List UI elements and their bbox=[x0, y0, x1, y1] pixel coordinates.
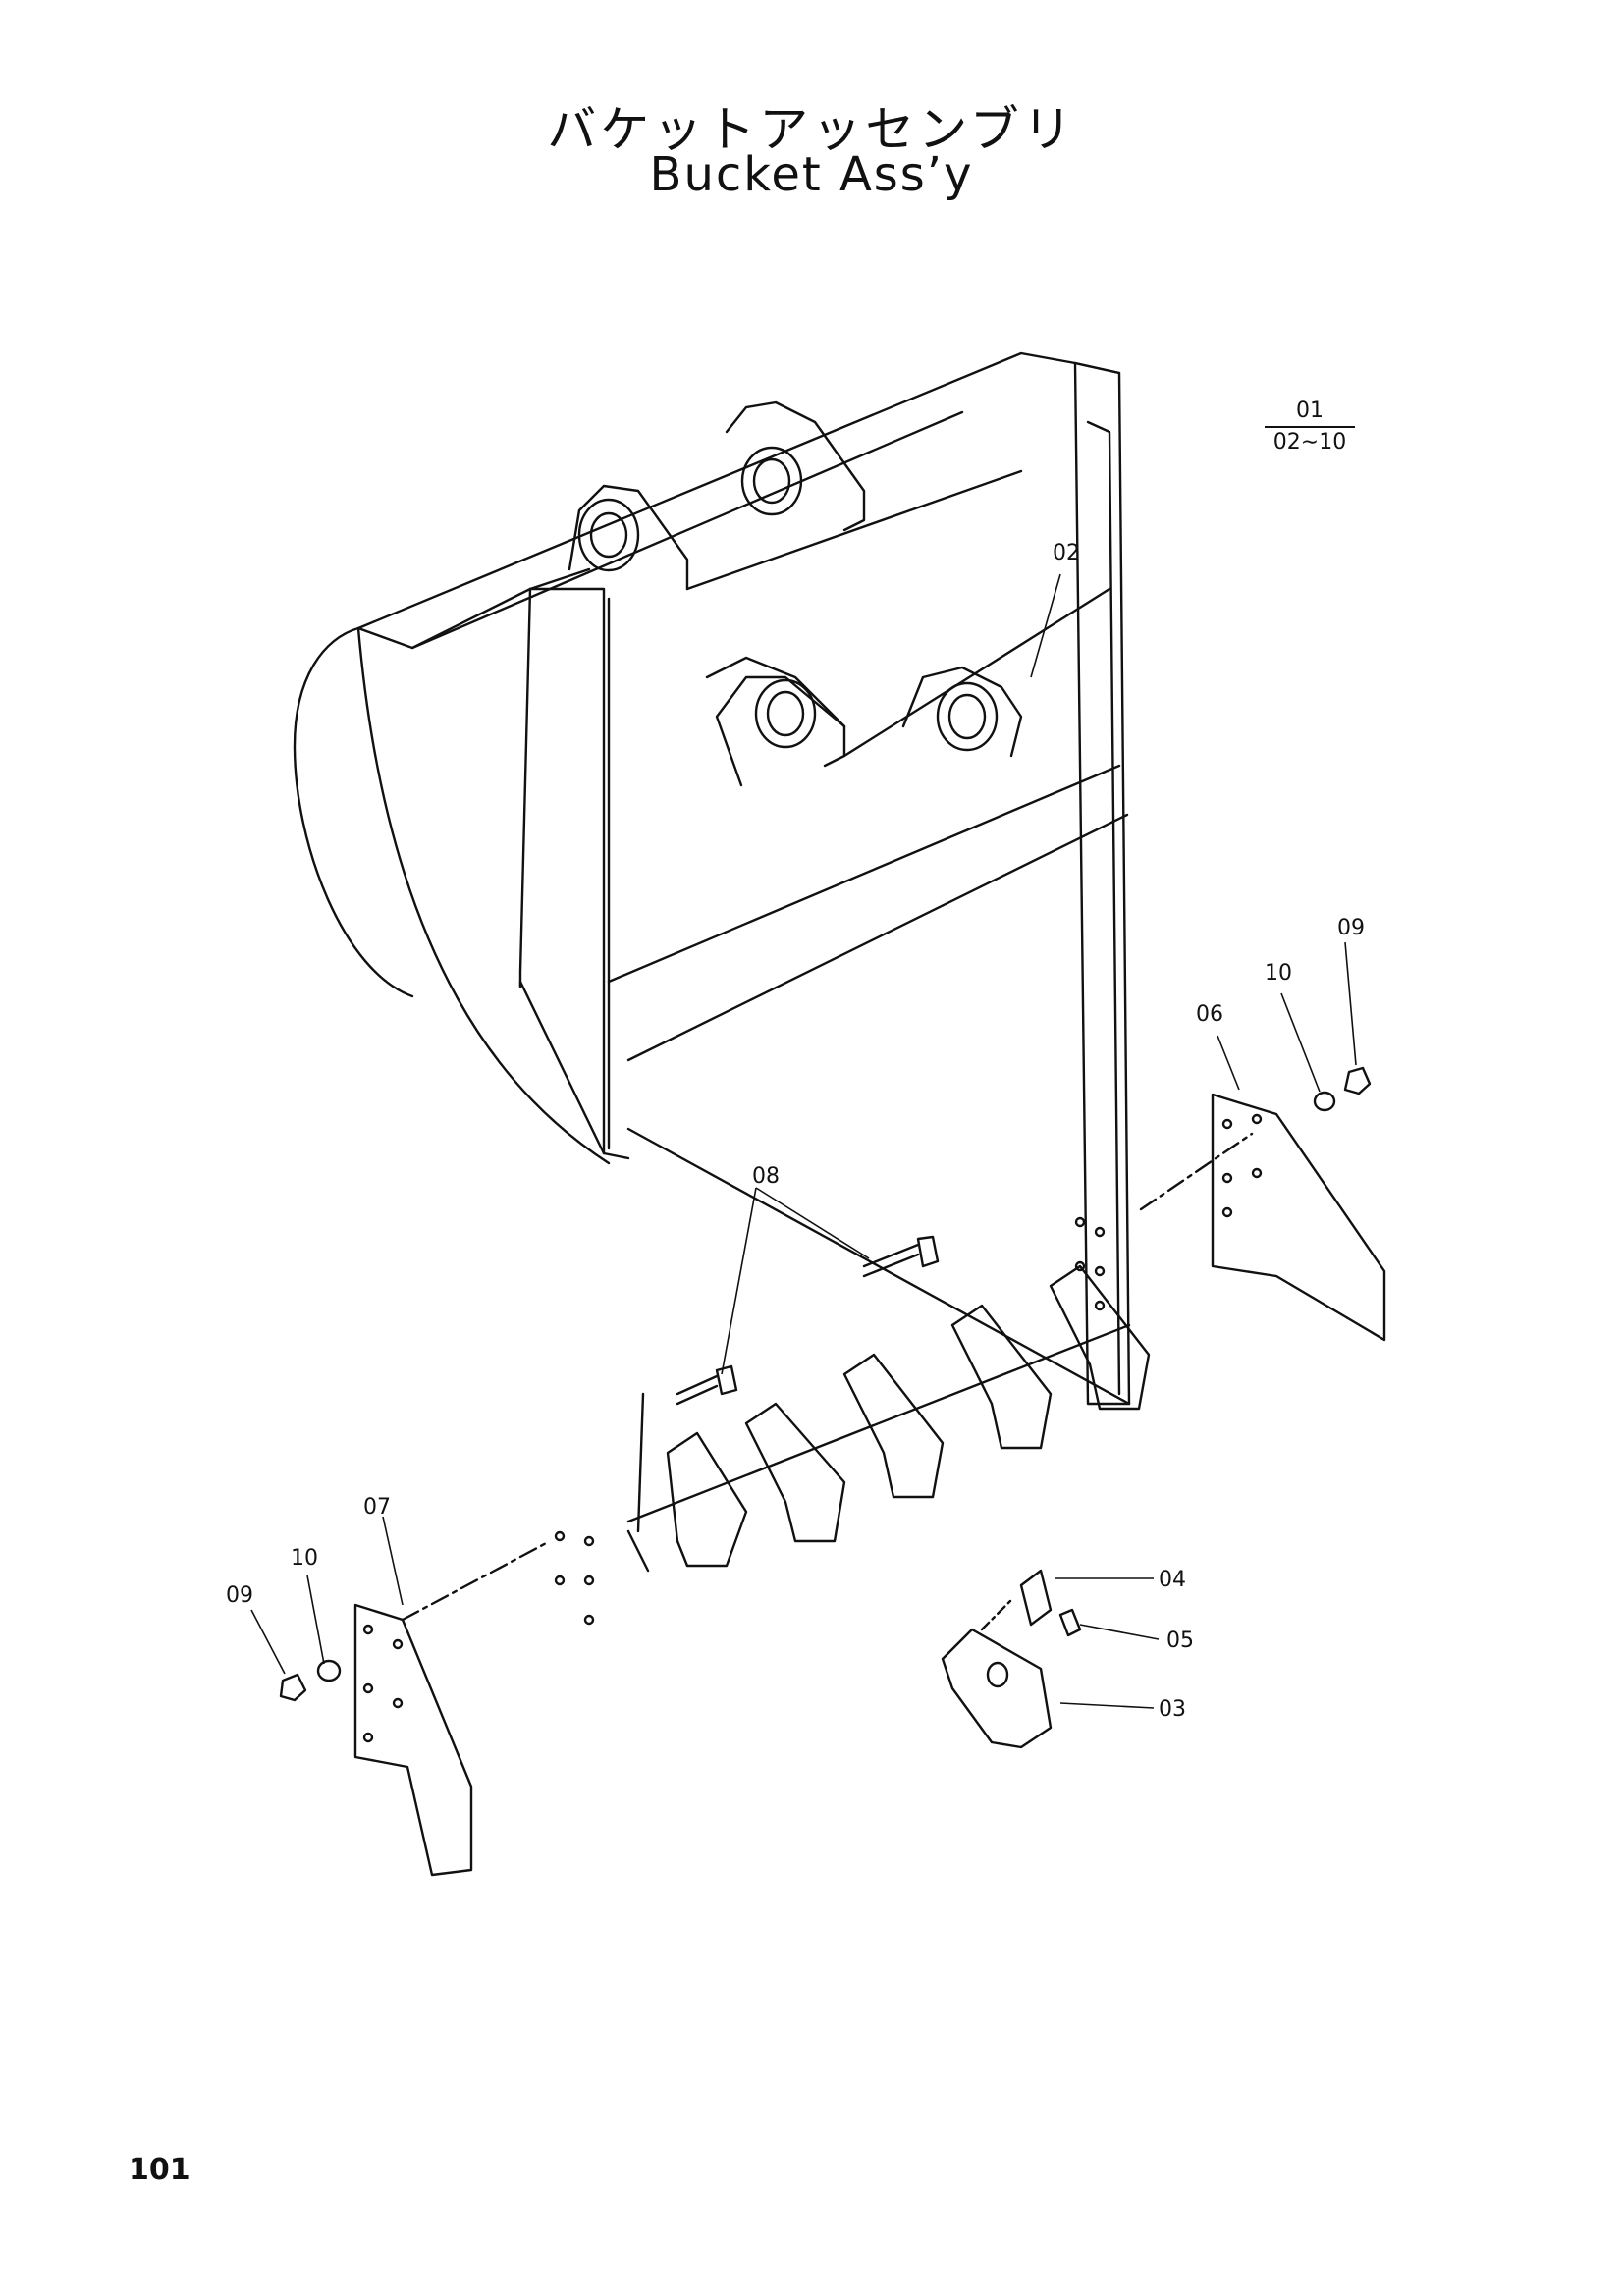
callout-02: 02 bbox=[1053, 541, 1080, 565]
callout-04: 04 bbox=[1159, 1568, 1186, 1592]
leader-lines bbox=[250, 573, 1357, 1709]
callout-05: 05 bbox=[1166, 1629, 1194, 1653]
callout-06: 06 bbox=[1196, 1002, 1223, 1027]
bucket-body bbox=[279, 351, 1386, 1877]
title-japanese: バケットアッセンブリ bbox=[547, 101, 1076, 158]
callout-09-left: 09 bbox=[226, 1583, 253, 1608]
assembly-range-bottom: 02∼10 bbox=[1272, 430, 1347, 454]
callout-07: 07 bbox=[363, 1495, 391, 1520]
callout-03: 03 bbox=[1159, 1697, 1186, 1722]
callout-labels: 02 03 04 05 06 07 08 09 10 09 10 bbox=[226, 541, 1365, 1722]
callout-10-left: 10 bbox=[291, 1546, 318, 1571]
title-english: Bucket Ass’y bbox=[649, 147, 974, 202]
callout-08: 08 bbox=[752, 1164, 780, 1189]
callout-10-right: 10 bbox=[1265, 961, 1292, 986]
page-number: 101 bbox=[129, 2153, 190, 2187]
callout-09-right: 09 bbox=[1337, 916, 1365, 940]
assembly-range-top: 01 bbox=[1265, 397, 1355, 428]
assembly-range: 01 02∼10 bbox=[1265, 397, 1355, 457]
